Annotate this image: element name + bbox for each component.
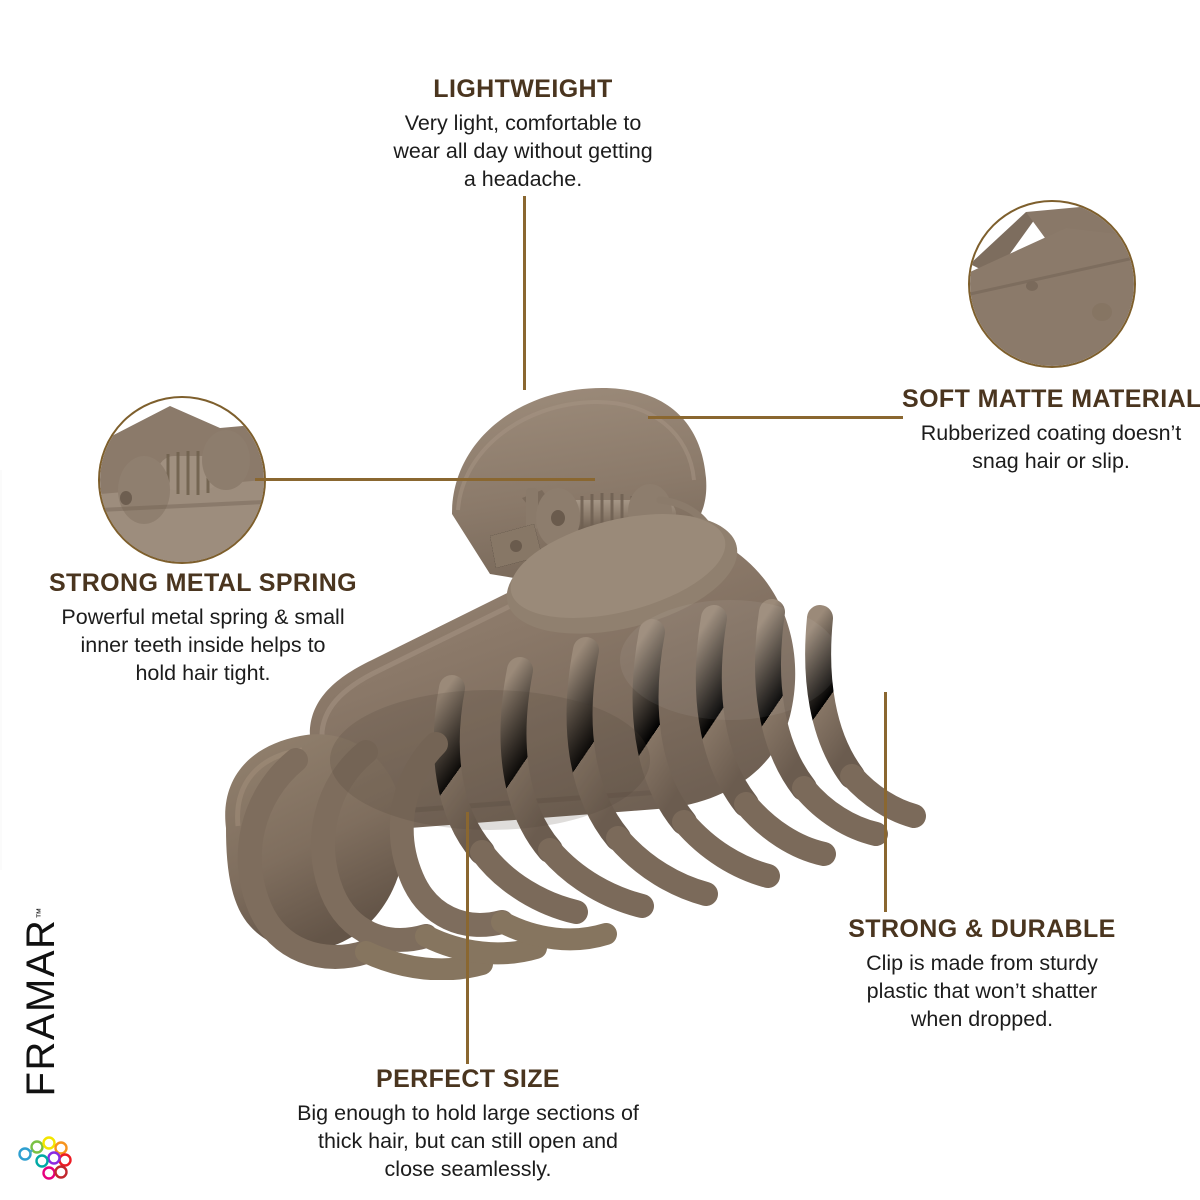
callout-line: a headache.: [463, 167, 583, 192]
callout-body-strong-metal-spring: Powerful metal spring & small inner teet…: [30, 603, 376, 688]
callout-line: thick hair, but can still open and: [318, 1128, 618, 1153]
product-image-claw-clip: [190, 360, 980, 980]
callout-line: Big enough to hold large sections of: [297, 1100, 639, 1125]
callout-soft-matte-material: SOFT MATTE MATERIAL Rubberized coating d…: [902, 385, 1200, 476]
callout-body-perfect-size: Big enough to hold large sections of thi…: [272, 1099, 664, 1184]
clip-tooth-tips: [470, 764, 926, 924]
leader-line-strong-metal-spring: [255, 478, 595, 481]
callout-line: plastic that won’t shatter: [866, 978, 1098, 1003]
clip-shading: [330, 600, 840, 830]
callout-body-soft-matte-material: Rubberized coating doesn’t snag hair or …: [902, 419, 1200, 476]
clip-oval-cap: [506, 514, 738, 634]
callout-line: Rubberized coating doesn’t: [920, 420, 1182, 445]
callout-line: wear all day without getting: [393, 138, 653, 163]
callout-line: hold hair tight.: [135, 661, 271, 686]
callout-title-soft-matte-material: SOFT MATTE MATERIAL: [902, 385, 1200, 413]
clip-teeth-upper: [433, 599, 865, 865]
callout-strong-metal-spring: STRONG METAL SPRING Powerful metal sprin…: [30, 569, 376, 688]
callout-body-lightweight: Very light, comfortable to wear all day …: [358, 109, 688, 194]
callout-line: Powerful metal spring & small: [61, 604, 345, 629]
callout-title-strong-and-durable: STRONG & DURABLE: [848, 915, 1116, 943]
callout-strong-and-durable: STRONG & DURABLE Clip is made from sturd…: [838, 915, 1126, 1034]
leader-line-lightweight: [523, 196, 526, 390]
leader-line-soft-matte: [648, 416, 903, 419]
callout-lightweight: LIGHTWEIGHT Very light, comfortable to w…: [358, 75, 688, 194]
brand-name: FRAMAR: [18, 918, 63, 1097]
trademark-symbol: ™: [35, 907, 47, 919]
zoom-inset-matte-detail: [968, 200, 1136, 368]
leader-line-strong-durable: [884, 692, 887, 912]
callout-line: close seamlessly.: [384, 1157, 552, 1182]
zoom-inset-spring-detail: [98, 396, 266, 564]
callout-line: Very light, comfortable to: [404, 110, 642, 135]
callout-line: Clip is made from sturdy: [866, 950, 1098, 975]
callout-title-perfect-size: PERFECT SIZE: [376, 1065, 560, 1093]
clip-teeth-lower: [237, 732, 514, 969]
callout-line: snag hair or slip.: [972, 448, 1130, 473]
callout-line: inner teeth inside helps to: [80, 632, 326, 657]
leader-line-perfect-size: [466, 812, 469, 1064]
clip-lower-tips: [355, 911, 617, 980]
callout-perfect-size: PERFECT SIZE Big enough to hold large se…: [272, 1065, 664, 1184]
callout-title-lightweight: LIGHTWEIGHT: [433, 75, 613, 103]
callout-line: when dropped.: [910, 1007, 1054, 1032]
callout-body-strong-and-durable: Clip is made from sturdy plastic that wo…: [838, 949, 1126, 1034]
edge-artifact: [0, 470, 2, 870]
dot-cluster-icon: [16, 1134, 78, 1186]
callout-title-strong-metal-spring: STRONG METAL SPRING: [48, 569, 358, 597]
